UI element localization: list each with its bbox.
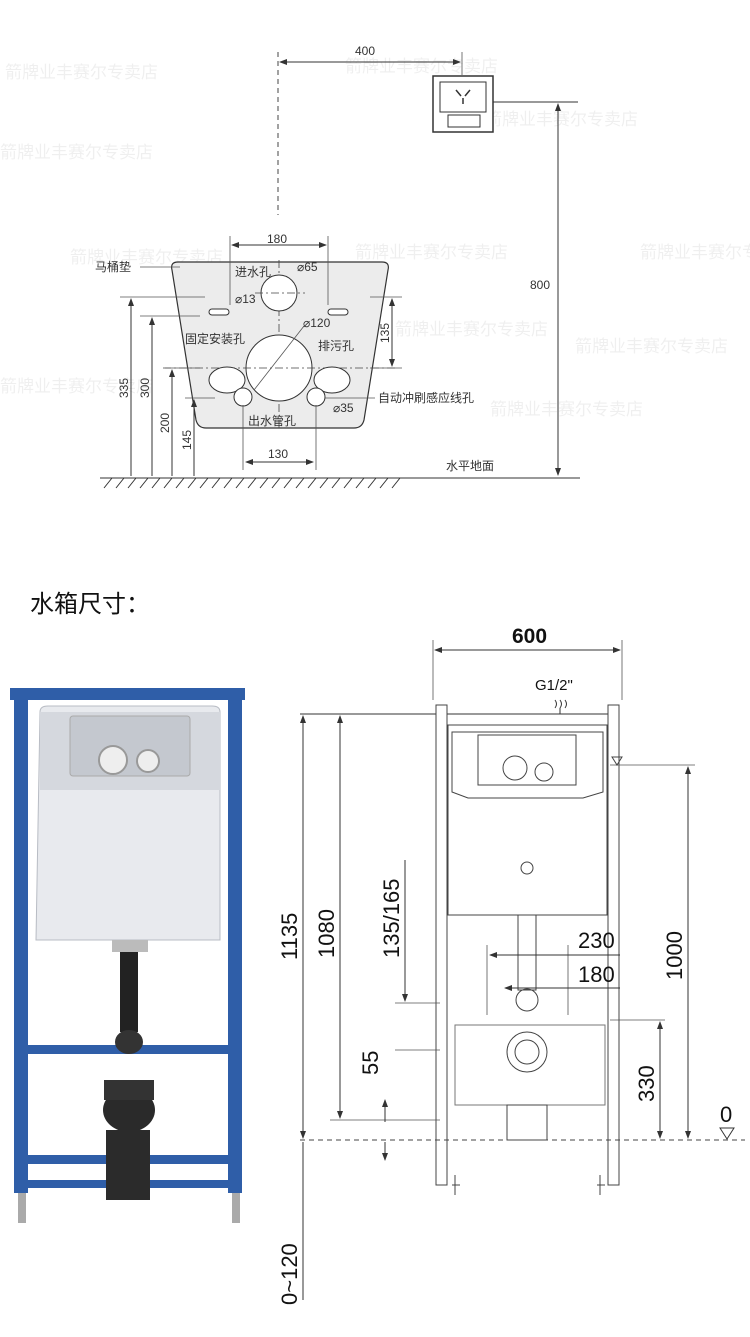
water-inlet-icon bbox=[554, 699, 567, 714]
dim-180-bottom-label: 180 bbox=[578, 962, 615, 987]
dim-330-label: 330 bbox=[634, 1065, 659, 1102]
dim-335-label: 335 bbox=[117, 378, 131, 398]
dim-145-label: 145 bbox=[180, 430, 194, 450]
label-outlet-pipe-hole: 出水管孔 bbox=[248, 413, 296, 428]
dim-400-label: 400 bbox=[355, 44, 375, 58]
label-sensor-hole: 自动冲刷感应线孔 bbox=[378, 390, 474, 405]
section-title: 水箱尺寸： bbox=[30, 591, 150, 618]
label-d65: ⌀65 bbox=[297, 260, 318, 274]
watermark: 箭牌业丰赛尔专卖店 bbox=[5, 62, 158, 82]
flush-button-large bbox=[98, 745, 128, 775]
dim-200-label: 200 bbox=[158, 413, 172, 433]
watermark: 箭牌业丰赛尔专卖店 bbox=[395, 319, 548, 339]
watermark: 箭牌业丰赛尔专卖店 bbox=[0, 376, 153, 396]
watermark: 箭牌业丰赛尔专卖店 bbox=[485, 109, 638, 129]
dim-0-120-label: 0~120 bbox=[277, 1243, 302, 1305]
dim-230-label: 230 bbox=[578, 928, 615, 953]
label-d13: ⌀13 bbox=[235, 292, 256, 306]
watermark: 箭牌业丰赛尔专卖店 bbox=[575, 336, 728, 356]
floor-level-marker-icon bbox=[719, 1127, 735, 1140]
dim-180-label: 180 bbox=[267, 232, 287, 246]
label-floor: 水平地面 bbox=[446, 459, 494, 473]
label-g12-inlet: G1/2" bbox=[535, 677, 573, 694]
dim-135-label: 135 bbox=[378, 323, 392, 343]
dim-130-label: 130 bbox=[268, 447, 288, 461]
watermarks: 箭牌业丰赛尔专卖店 箭牌业丰赛尔专卖店 箭牌业丰赛尔专卖店 箭牌业丰赛尔专卖店 … bbox=[0, 56, 750, 422]
watermark: 箭牌业丰赛尔专卖店 bbox=[640, 242, 750, 262]
label-fixing-holes: 固定安装孔 bbox=[185, 331, 245, 346]
label-d120: ⌀120 bbox=[303, 316, 331, 330]
dim-55-label: 55 bbox=[358, 1051, 383, 1075]
dim-300-label: 300 bbox=[138, 378, 152, 398]
label-drain-hole: 排污孔 bbox=[318, 339, 354, 353]
label-seat-pad: 马桶垫 bbox=[95, 259, 131, 274]
ground-hatch bbox=[103, 477, 401, 489]
dim-1135-label: 1135 bbox=[277, 913, 302, 960]
cistern-frame-elevation: 600 G1/2" 1135 1080 135/165 55 bbox=[277, 625, 745, 1305]
socket-icon bbox=[432, 75, 494, 133]
flush-button-small bbox=[136, 749, 160, 773]
label-d35: ⌀35 bbox=[333, 401, 354, 415]
dim-800-label: 800 bbox=[530, 278, 550, 292]
dim-1080-label: 1080 bbox=[314, 909, 339, 958]
cistern-frame-photo bbox=[10, 688, 245, 1223]
dim-0-label: 0 bbox=[720, 1102, 732, 1127]
label-inlet-hole: 进水孔 bbox=[235, 265, 271, 279]
watermark: 箭牌业丰赛尔专卖店 bbox=[490, 399, 643, 419]
watermark: 箭牌业丰赛尔专卖店 bbox=[0, 142, 153, 162]
toilet-mounting-plan: 400 800 180 bbox=[95, 44, 580, 489]
watermark: 箭牌业丰赛尔专卖店 bbox=[345, 56, 498, 76]
watermark: 箭牌业丰赛尔专卖店 bbox=[355, 242, 508, 262]
dim-135-165-label: 135/165 bbox=[379, 878, 404, 958]
dim-600-label: 600 bbox=[512, 625, 547, 648]
dim-1000-label: 1000 bbox=[662, 931, 687, 980]
